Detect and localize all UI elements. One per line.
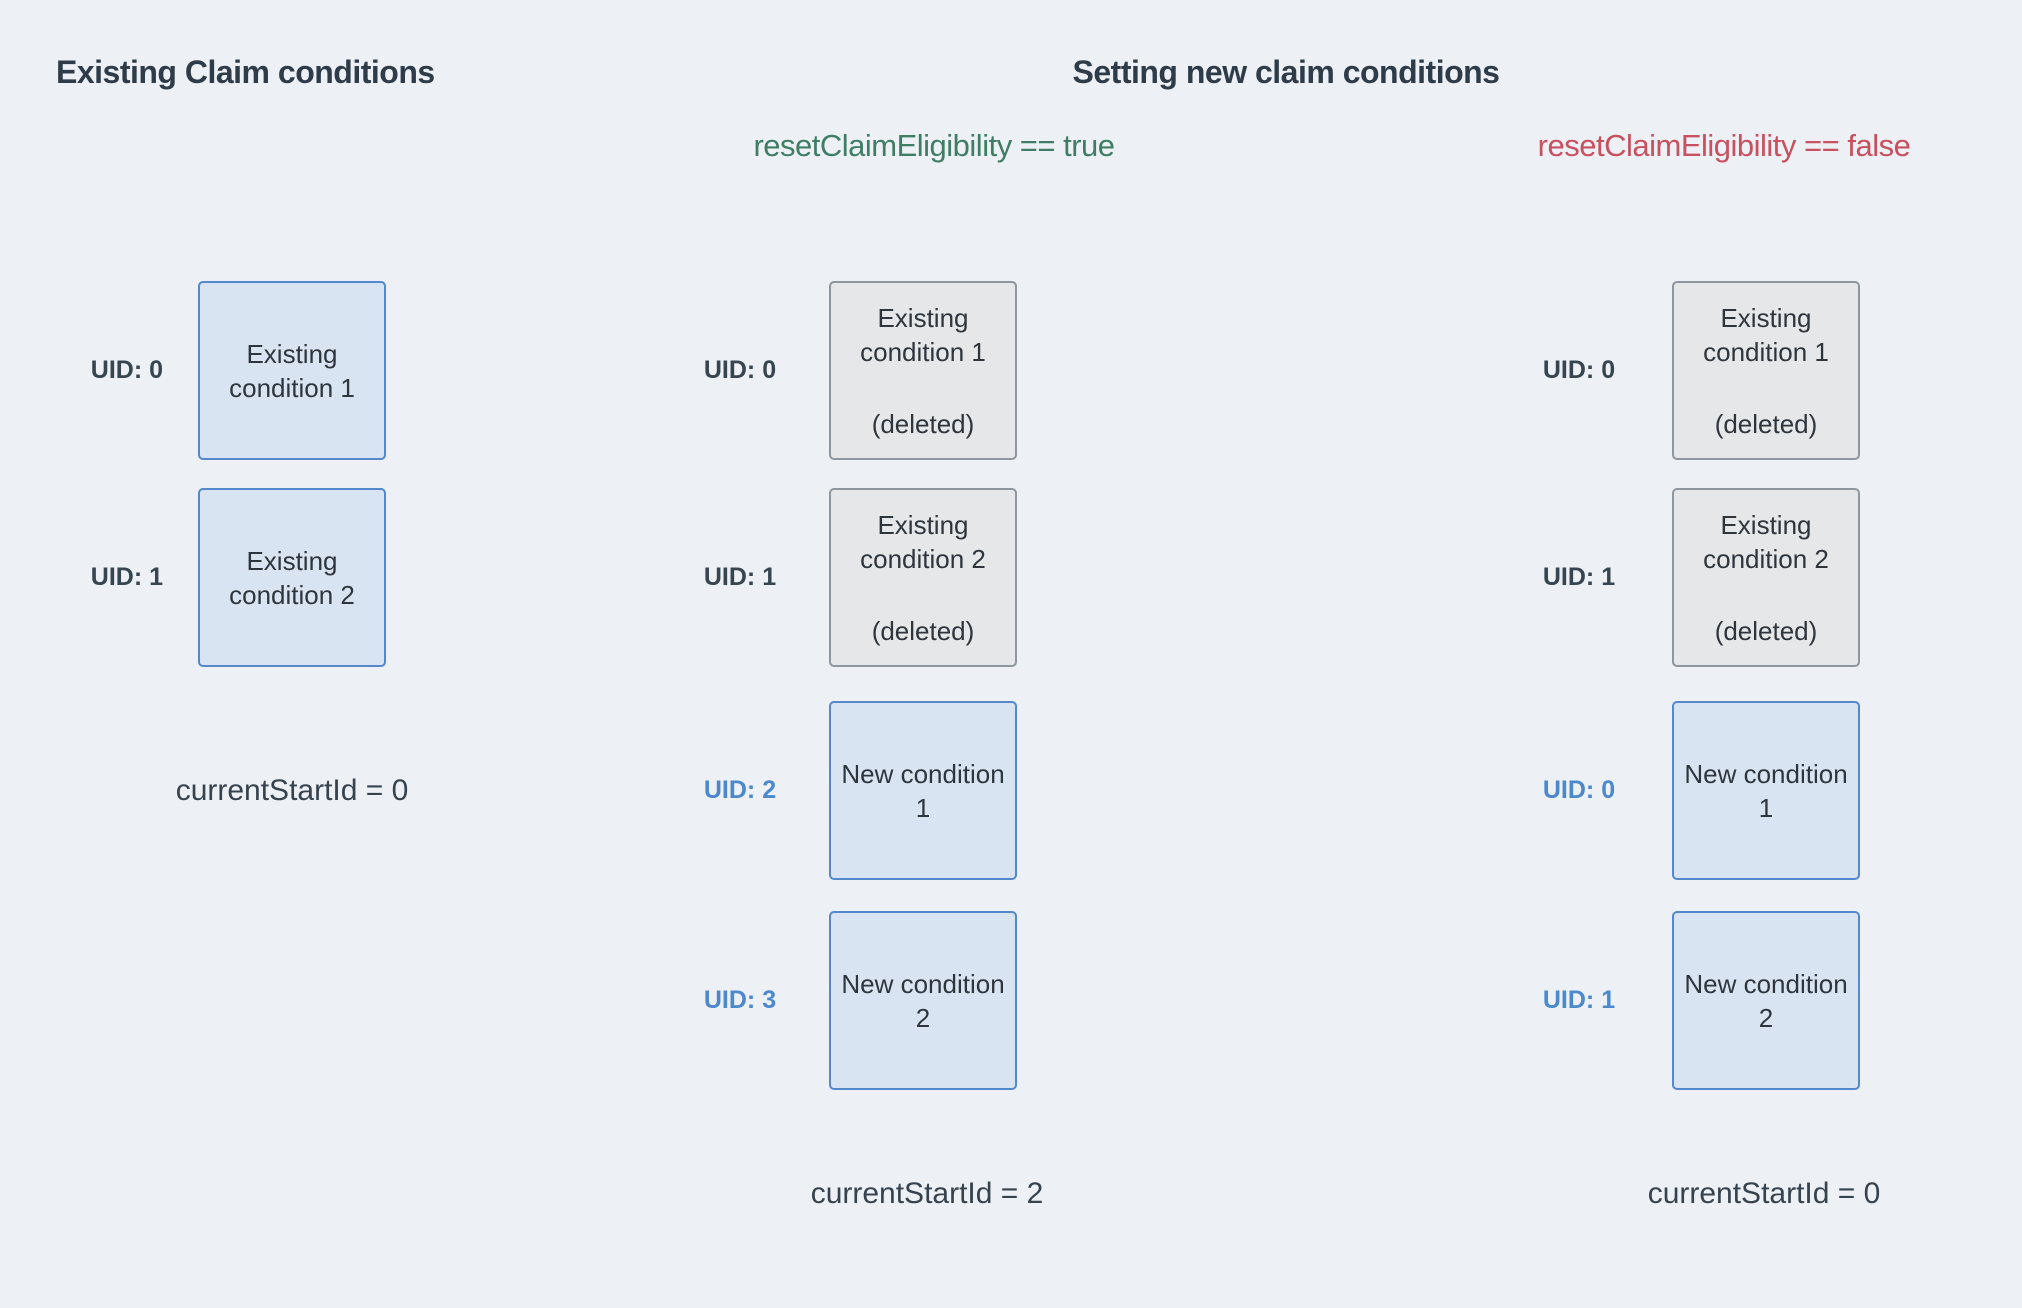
deleted-note: (deleted) <box>1714 615 1818 646</box>
condition-box-deleted: Existing condition 1 (deleted) <box>829 281 1017 460</box>
condition-box-deleted: Existing condition 2 (deleted) <box>1672 488 1860 667</box>
condition-box-line: Existing <box>1720 509 1812 540</box>
uid-label: UID: 0 <box>90 356 163 384</box>
current-start-id-label: currentStartId = 2 <box>810 1177 1044 1210</box>
condition-box-deleted: Existing condition 1 (deleted) <box>1672 281 1860 460</box>
condition-box: New condition 2 <box>1672 911 1860 1090</box>
condition-box-line: condition 1 <box>860 336 986 367</box>
uid-label: UID: 1 <box>1542 563 1616 591</box>
condition-box-line: Existing <box>246 545 338 576</box>
condition-box-line: New condition <box>1684 758 1848 789</box>
uid-label: UID: 2 <box>703 776 777 804</box>
condition-box-line: Existing <box>877 302 969 333</box>
condition-box-line: condition 2 <box>229 579 355 610</box>
condition-box-deleted: Existing condition 2 (deleted) <box>829 488 1017 667</box>
current-start-id-label: currentStartId = 0 <box>1647 1177 1881 1210</box>
deleted-note: (deleted) <box>871 408 975 439</box>
uid-label: UID: 1 <box>90 563 163 591</box>
condition-box-line: condition 2 <box>1703 543 1829 574</box>
condition-box-line: New condition <box>1684 968 1848 999</box>
uid-label: UID: 1 <box>1542 986 1616 1014</box>
condition-box-line: 1 <box>1758 792 1774 823</box>
condition-box-line: condition 1 <box>1703 336 1829 367</box>
setting-new-claim-conditions-title: Setting new claim conditions <box>1072 54 1500 90</box>
condition-box-line: 2 <box>1758 1002 1774 1033</box>
condition-box-line: 1 <box>915 792 931 823</box>
condition-box: New condition 1 <box>829 701 1017 880</box>
condition-box: New condition 1 <box>1672 701 1860 880</box>
condition-box: New condition 2 <box>829 911 1017 1090</box>
condition-box-line: Existing <box>877 509 969 540</box>
deleted-note: (deleted) <box>1714 408 1818 439</box>
uid-label: UID: 1 <box>703 563 777 591</box>
condition-box: Existing condition 1 <box>198 281 386 460</box>
reset-claim-eligibility-false-label: resetClaimEligibility == false <box>1537 128 1911 163</box>
reset-claim-eligibility-true-label: resetClaimEligibility == true <box>753 128 1115 163</box>
condition-box-line: New condition <box>841 968 1005 999</box>
condition-box-line: condition 1 <box>229 372 355 403</box>
uid-label: UID: 0 <box>1542 776 1616 804</box>
uid-label: UID: 3 <box>703 986 777 1014</box>
existing-claim-conditions-title: Existing Claim conditions <box>56 54 435 90</box>
condition-box-line: Existing <box>246 338 338 369</box>
condition-box-line: condition 2 <box>860 543 986 574</box>
deleted-note: (deleted) <box>871 615 975 646</box>
condition-box-line: 2 <box>915 1002 931 1033</box>
condition-box-line: New condition <box>841 758 1005 789</box>
condition-box: Existing condition 2 <box>198 488 386 667</box>
condition-box-line: Existing <box>1720 302 1812 333</box>
uid-label: UID: 0 <box>703 356 777 384</box>
uid-label: UID: 0 <box>1542 356 1616 384</box>
current-start-id-label: currentStartId = 0 <box>175 774 409 807</box>
